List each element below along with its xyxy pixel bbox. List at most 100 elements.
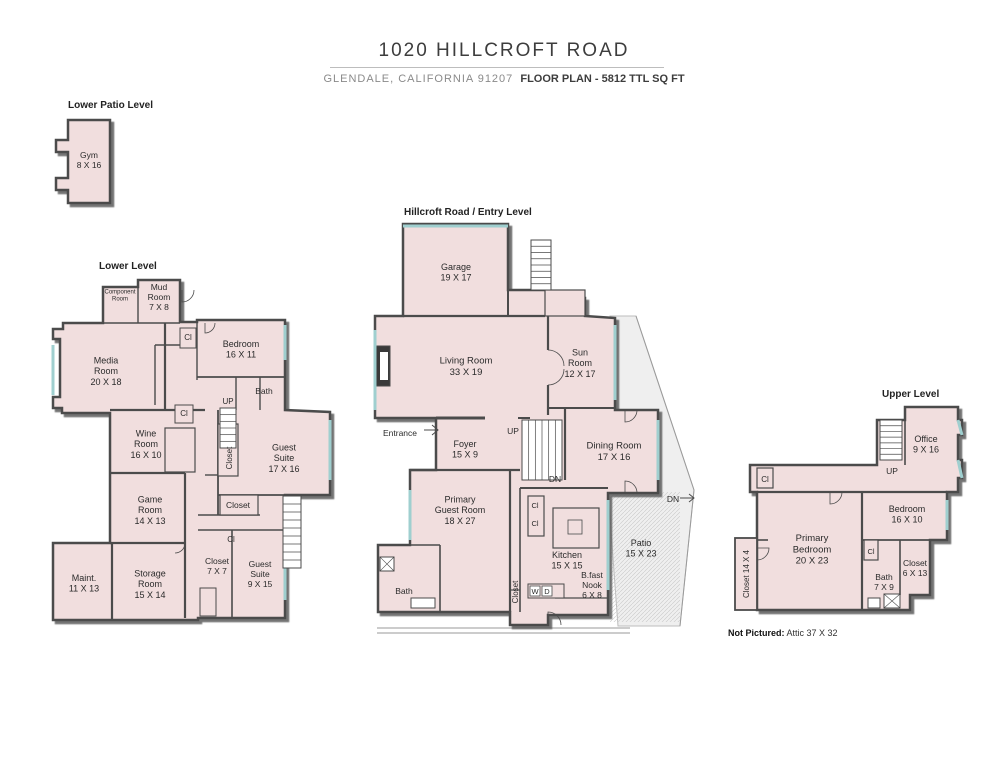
room-label-wine: 16 X 10 <box>130 450 161 460</box>
room-label-kitchen: 15 X 15 <box>551 560 582 570</box>
upper-closet-box <box>863 539 879 561</box>
bath-shower-x <box>379 556 395 572</box>
upper-closet-box <box>756 467 774 489</box>
room-label-closet-7x7: 7 X 7 <box>207 566 227 576</box>
door-swing <box>829 491 843 505</box>
door-swing <box>624 409 638 423</box>
upper-vanity <box>867 597 881 609</box>
plan-subtitle: GLENDALE, CALIFORNIA 91207 FLOOR PLAN - … <box>0 73 1008 85</box>
door-swing <box>174 542 186 554</box>
room-label-kitchen: Kitchen <box>552 550 582 560</box>
washer <box>529 585 541 597</box>
upper-window <box>956 419 964 436</box>
room-label-game: Game <box>138 495 163 505</box>
room-label-guest-suite-sm: Guest <box>249 559 272 569</box>
upper-stairs <box>879 419 903 461</box>
room-label-office: 9 X 16 <box>913 444 939 454</box>
room-label-foyer: 15 X 9 <box>452 449 478 459</box>
room-label-primary-guest: 18 X 27 <box>444 516 475 526</box>
room-label-guest-suite-sm: Suite <box>250 569 270 579</box>
room-label-storage: 15 X 14 <box>134 590 165 600</box>
patio-hatch <box>610 492 680 622</box>
plan-mark-up: UP <box>222 397 233 406</box>
room-label-guest-suite-lg: 17 X 16 <box>268 464 299 474</box>
room-label-bfast: 6 X 8 <box>582 590 602 600</box>
room-label-patio: 15 X 23 <box>625 548 656 558</box>
room-label-bedroom-upper: Bedroom <box>889 504 926 514</box>
upper-window <box>956 459 964 479</box>
door-swing <box>204 322 216 334</box>
door-swing <box>547 349 565 367</box>
room-label-garage: Garage <box>441 262 471 272</box>
room-label-mud: 7 X 8 <box>149 302 169 312</box>
location-text: GLENDALE, CALIFORNIA 91207 <box>323 73 514 85</box>
entry-closet-stack <box>527 495 545 537</box>
lower-exterior-stairs <box>282 495 302 569</box>
room-label-bedroom-lower: 16 X 11 <box>226 349 256 359</box>
room-label-sun: 12 X 17 <box>564 369 595 379</box>
room-label-bath-lower: Bath <box>255 386 273 396</box>
room-label-media: Room <box>94 366 118 376</box>
room-label-bath-upper: 7 X 9 <box>874 582 894 592</box>
room-label-closet-entry: Closet <box>511 580 520 603</box>
patio-dn-arrow <box>680 493 695 503</box>
room-label-component: Component <box>104 290 135 296</box>
cooktop <box>567 519 583 535</box>
room-label-component: Room <box>112 297 128 303</box>
plan-mark-dn: DN <box>667 494 679 504</box>
plan-mark-d: D <box>544 587 550 596</box>
room-label-closet-v-lower: Closet <box>225 446 234 469</box>
wine-room-core <box>164 427 196 473</box>
room-label-primary-guest: Primary <box>445 495 476 505</box>
room-label-bfast: Nook <box>582 580 603 590</box>
gym-room <box>54 118 112 205</box>
dryer <box>541 585 553 597</box>
room-label-closet-lower: Closet <box>226 500 251 510</box>
level-label-entry: Hillcroft Road / Entry Level <box>404 207 532 218</box>
room-label-wine: Room <box>134 439 158 449</box>
room-label-primary-bed: 20 X 23 <box>796 556 829 567</box>
entry-powder-room <box>544 289 586 317</box>
room-label-bath-entry: Bath <box>395 586 413 596</box>
plan-mark-cl: Cl <box>227 535 235 544</box>
floor-plan-size: FLOOR PLAN - 5812 TTL SQ FT <box>520 73 685 85</box>
not-pictured-note: Not Pictured: Attic 37 X 32 <box>728 628 838 638</box>
plan-mark-cl: Cl <box>867 547 874 556</box>
room-label-closet-upper: Closet <box>903 558 928 568</box>
plan-mark-up: UP <box>886 466 898 476</box>
upper-closet-14x4 <box>734 537 758 611</box>
room-label-primary-bed: Primary <box>796 533 829 544</box>
lower-closet <box>219 494 259 516</box>
fireplace-opening <box>380 352 388 380</box>
plan-mark-cl: Cl <box>184 333 192 342</box>
plan-structure <box>51 118 964 634</box>
room-label-garage: 19 X 17 <box>440 272 471 282</box>
patio-rail <box>635 315 695 491</box>
room-label-guest-suite-lg: Guest <box>272 443 297 453</box>
plan-mark-w: W <box>531 587 539 596</box>
plan-title: 1020 HILLCROFT ROAD <box>378 40 630 61</box>
room-label-maint: 11 X 13 <box>69 583 99 593</box>
room-label-storage: Room <box>138 579 162 589</box>
room-label-game: 14 X 13 <box>134 516 165 526</box>
plan-mark-cl: Cl <box>531 519 538 528</box>
plan-mark-cl: Cl <box>531 501 538 510</box>
room-label-living: Living Room <box>440 356 493 367</box>
not-pictured-label: Not Pictured: <box>728 628 785 638</box>
door-swing <box>547 368 565 386</box>
door-swing <box>181 289 195 303</box>
room-label-bedroom-lower: Bedroom <box>223 339 260 349</box>
room-label-media: Media <box>94 356 119 366</box>
room-label-mud: Mud <box>151 282 168 292</box>
room-label-office: Office <box>914 434 937 444</box>
plan-mark-entrance: Entrance <box>383 428 417 438</box>
patio-rail <box>679 489 695 627</box>
kitchen-island <box>552 507 600 549</box>
room-label-dining: 17 X 16 <box>598 452 631 463</box>
not-pictured-value: Attic 37 X 32 <box>786 628 838 638</box>
door-swing <box>624 480 638 494</box>
room-label-primary-bed: Bedroom <box>793 544 832 555</box>
room-label-sun: Room <box>568 358 592 368</box>
